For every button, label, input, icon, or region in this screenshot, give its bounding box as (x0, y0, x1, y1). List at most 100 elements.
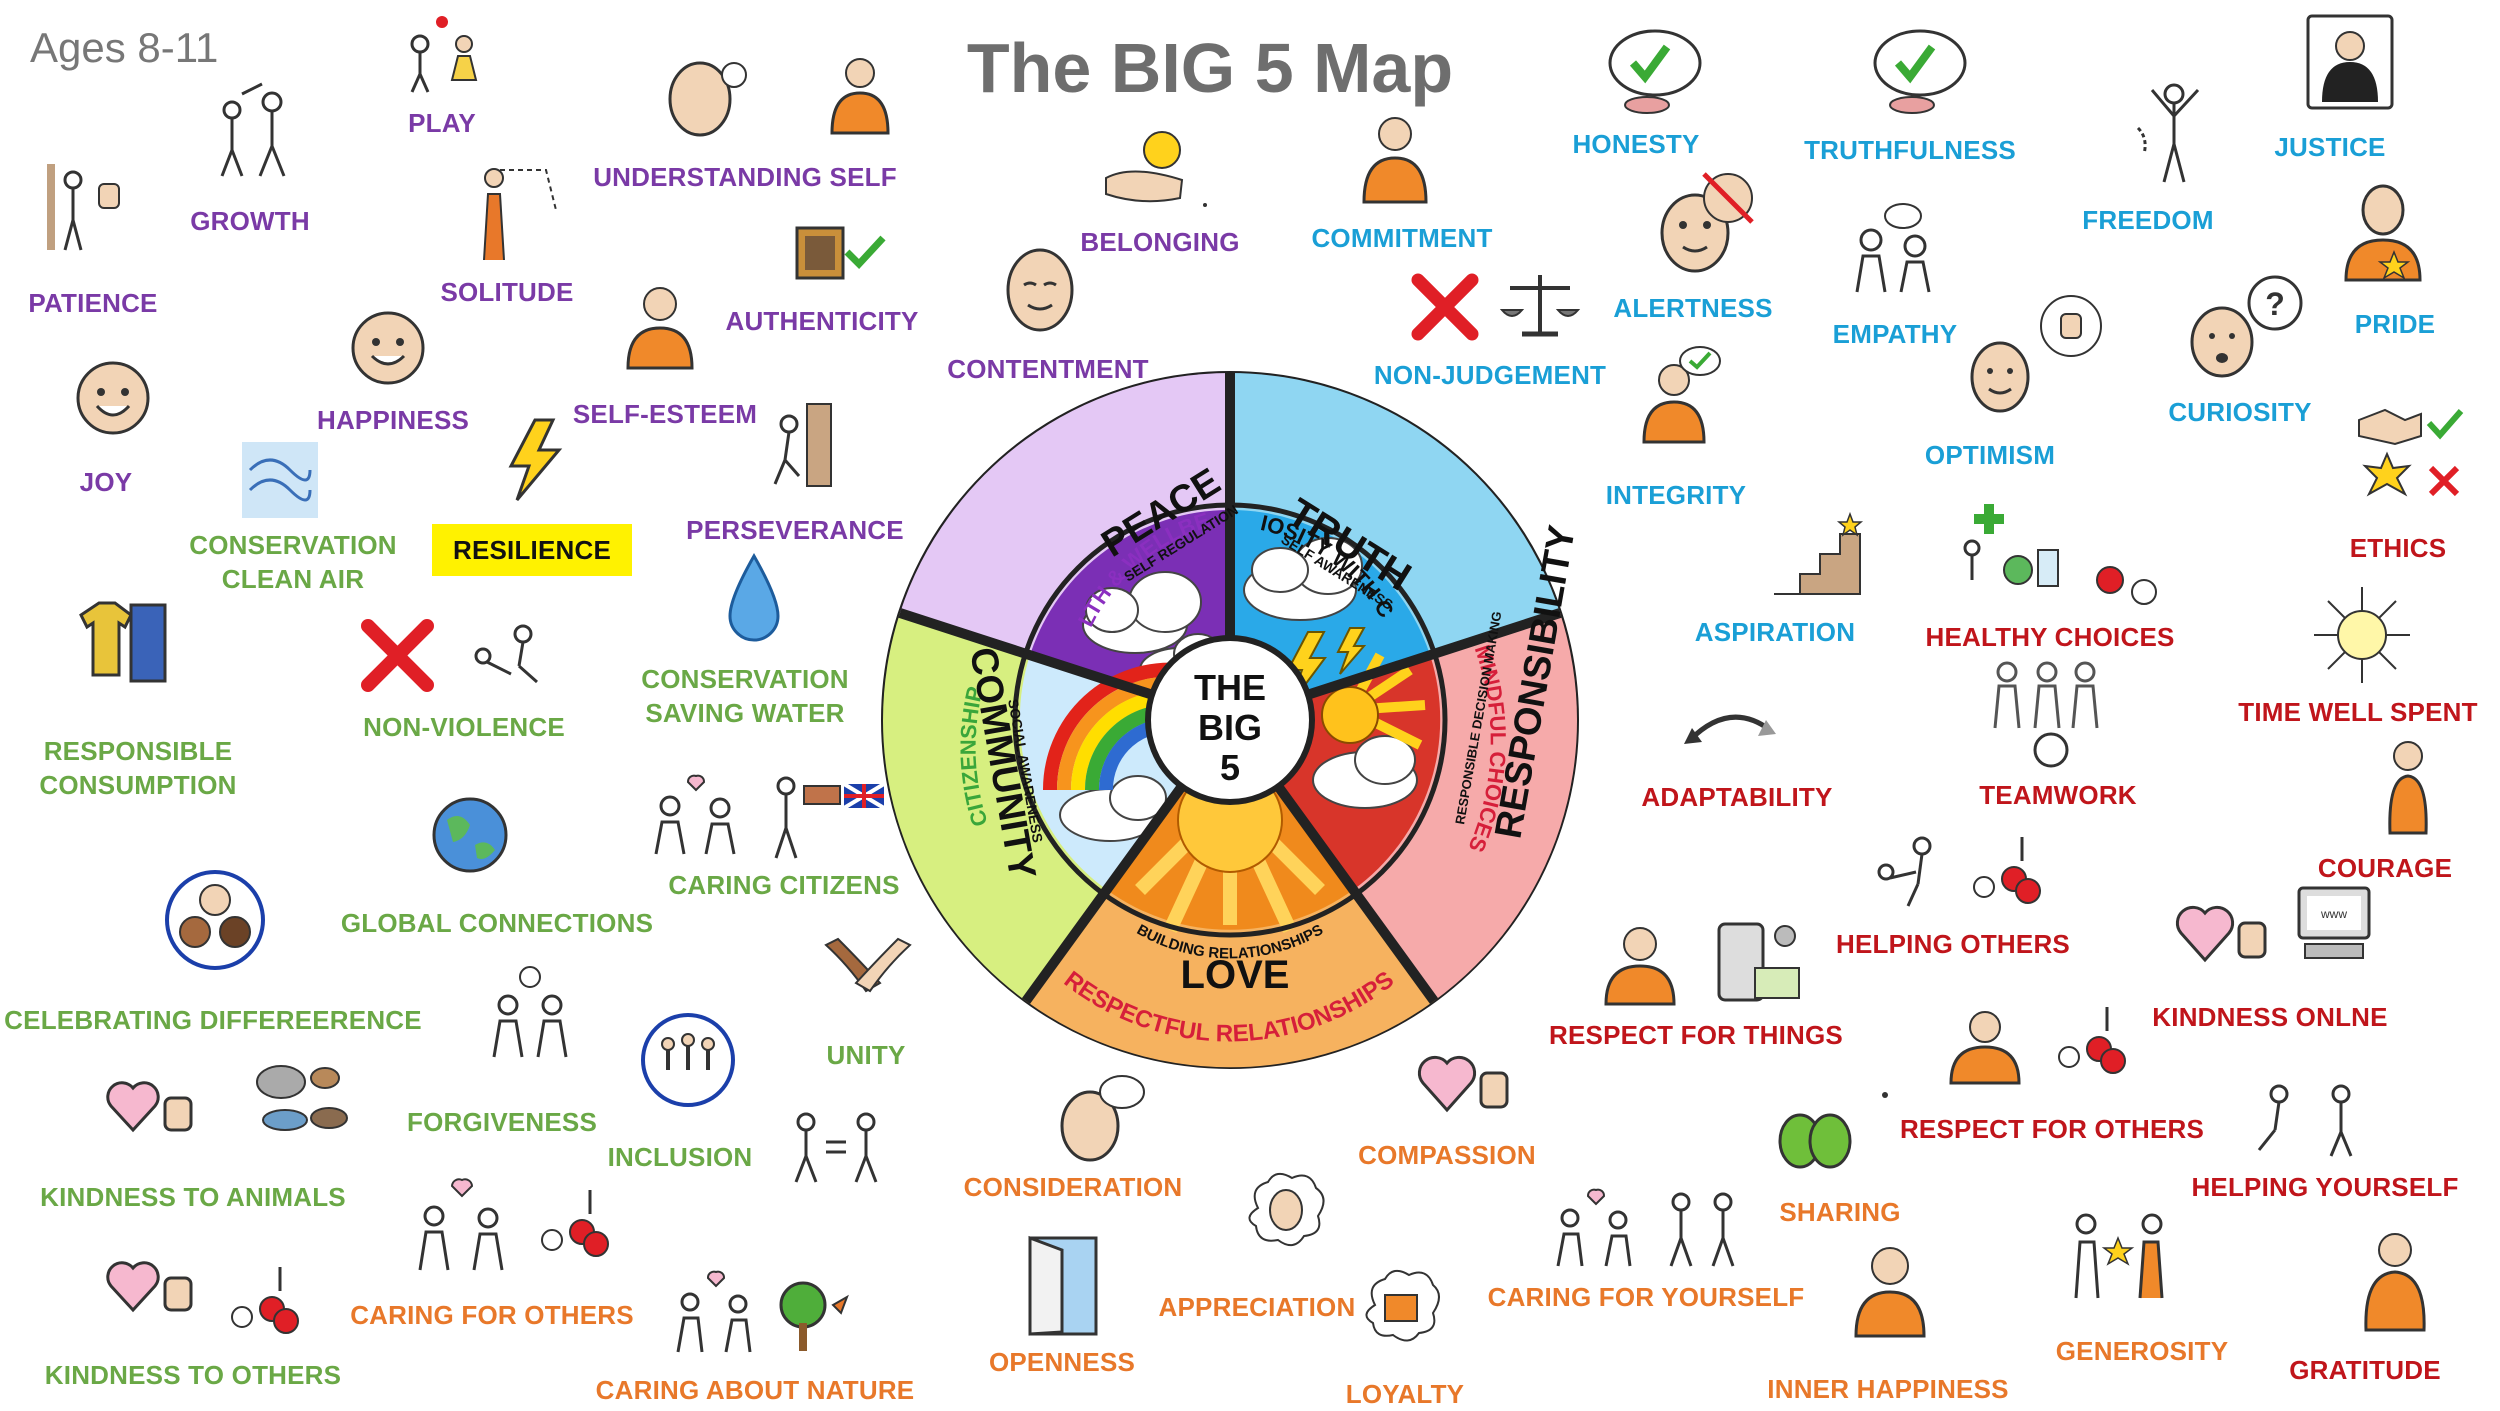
label-understanding-self: UNDERSTANDING SELF (593, 162, 897, 192)
caring-for-others-figures-icon (418, 1178, 504, 1271)
label-courage: COURAGE (2317, 853, 2453, 883)
kindness-others-heart-icon (106, 1261, 193, 1313)
inner-happiness-figure-icon (1854, 1247, 1926, 1338)
label-honesty: HONESTY (1572, 129, 1700, 159)
label-alertness: ALERTNESS (1613, 293, 1773, 323)
courage-figure-icon (2388, 741, 2428, 835)
happiness-face-icon (351, 311, 425, 385)
label-generosity: GENEROSITY (2055, 1336, 2229, 1366)
compassion-heart-icon (1417, 1055, 1509, 1113)
caring-citizens-flag-icon (774, 776, 886, 859)
big5-wheel: THE BIG 5 HEALTH & WELLBEING PEACE SELF … (880, 370, 1580, 1069)
label-kindness-to-animals: KINDNESS TO ANIMALS (40, 1182, 346, 1212)
adaptability-arrows-icon (1684, 714, 1776, 744)
hub-line-1: THE (1194, 667, 1266, 708)
ethics-cross-icon (2428, 465, 2460, 497)
openness-door-icon (1028, 1235, 1098, 1336)
freedom-figure-icon (2136, 83, 2200, 183)
label-caring-for-yourself: CARING FOR YOURSELF (1487, 1282, 1805, 1312)
label-patience: PATIENCE (28, 288, 158, 318)
community-cloud-icon (1059, 775, 1167, 842)
resilience-lightning-icon (508, 418, 563, 501)
resp-cloud-icon (1312, 735, 1418, 809)
helping-others-figures-icon (1877, 836, 1932, 907)
forgiveness-figures-icon (492, 966, 568, 1058)
label-pride: PRIDE (2354, 309, 2436, 339)
label-justice: JUSTICE (2274, 132, 2386, 162)
respect-others-balls-icon (2058, 1007, 2126, 1074)
contentment-face-icon (1006, 248, 1074, 332)
label-respect-for-things: RESPECT FOR THINGS (1549, 1020, 1843, 1050)
label-belonging: BELONGING (1080, 227, 1240, 257)
label-curiosity: CURIOSITY (2168, 397, 2312, 427)
label-happiness: HAPPINESS (316, 405, 470, 435)
page-title: The BIG 5 Map (966, 29, 1454, 107)
alertness-crossed-face-icon (1702, 172, 1754, 224)
caring-others-balls-icon (541, 1190, 609, 1257)
label-inclusion: INCLUSION (607, 1142, 753, 1172)
label-truthfulness: TRUTHFULNESS (1804, 135, 2016, 165)
play-figures-icon (410, 16, 478, 93)
label-non-violence: NON-VIOLENCE (363, 712, 565, 742)
label-optimism: OPTIMISM (1924, 440, 2056, 470)
healthy-choices-balls-icon (2096, 566, 2157, 605)
time-well-spent-star-icon (2314, 587, 2410, 683)
inner-ring (1012, 502, 1448, 938)
integrity-bubble-icon (1679, 346, 1721, 376)
label-global-connections: GLOBAL CONNECTIONS (340, 908, 654, 938)
label-caring-about-nature: CARING ABOUT NATURE (595, 1375, 915, 1405)
respect-things-figure-icon (1604, 927, 1676, 1006)
animals-icon (256, 1065, 348, 1131)
label-kindness-online: KINDNESS ONLNE (2152, 1002, 2388, 1032)
truth-cloud-icon (1243, 537, 1363, 621)
nature-tree-icon (779, 1281, 849, 1351)
solitude-figure-icon (483, 168, 557, 261)
label-ethics: ETHICS (2349, 533, 2447, 563)
inclusion-circle-icon (641, 1013, 735, 1107)
ethics-clash-icon (2362, 451, 2412, 497)
scales-icon (1499, 275, 1581, 337)
peace-cloud-icon (1082, 571, 1202, 654)
aspiration-stairs-icon (1774, 511, 1864, 595)
optimism-face-icon (1970, 341, 2030, 413)
label-inner-happiness: INNER HAPPINESS (1767, 1374, 2009, 1404)
label-openness: OPENNESS (988, 1347, 1136, 1377)
gratitude-figure-icon (2364, 1233, 2426, 1332)
self-esteem-figure-icon (626, 287, 694, 370)
growth-figures-icon (220, 82, 286, 177)
label-consideration: CONSIDERATION (963, 1172, 1183, 1202)
kindness-others-balls-icon (231, 1267, 299, 1334)
justice-judge-icon (2306, 14, 2394, 110)
clean-air-icon (242, 442, 318, 518)
label-adaptability: ADAPTABILITY (1641, 782, 1833, 812)
computer-icon: www (2297, 886, 2371, 959)
loyalty-cloud-icon (1365, 1269, 1440, 1342)
label-appreciation: APPRECIATION (1158, 1292, 1356, 1322)
wheel-hub (1145, 635, 1315, 805)
label-forgiveness: FORGIVENESS (406, 1107, 598, 1137)
belonging-hands-icon (1105, 131, 1184, 203)
understanding-self-face-icon (668, 61, 747, 137)
label-aspiration: ASPIRATION (1694, 617, 1856, 647)
perseverance-climber-icon (773, 403, 832, 487)
understanding-self-figure-icon (830, 58, 890, 135)
teamwork-figures-icon (1993, 661, 2099, 768)
hub-line-3: 5 (1220, 747, 1240, 788)
label-healthy-choices: HEALTHY CHOICES (1925, 622, 2175, 652)
label-contentment: CONTENTMENT (947, 354, 1149, 384)
caring-nature-figures-icon (676, 1270, 752, 1353)
label-perseverance: PERSEVERANCE (686, 515, 904, 545)
label-unity: UNITY (826, 1040, 906, 1070)
consideration-face-icon (1060, 1075, 1145, 1162)
unity-hands-icon (824, 937, 912, 993)
label-helping-others: HELPING OTHERS (1836, 929, 2070, 959)
healthy-choices-figures-icon (1963, 504, 2059, 587)
non-judgement-cross-icon (1411, 273, 1479, 341)
label-helping-yourself: HELPING YOURSELF (2191, 1172, 2459, 1202)
pride-person-icon (2344, 184, 2422, 282)
clothes-icon (79, 601, 167, 683)
helping-yourself-figures-icon (2257, 1084, 2353, 1157)
